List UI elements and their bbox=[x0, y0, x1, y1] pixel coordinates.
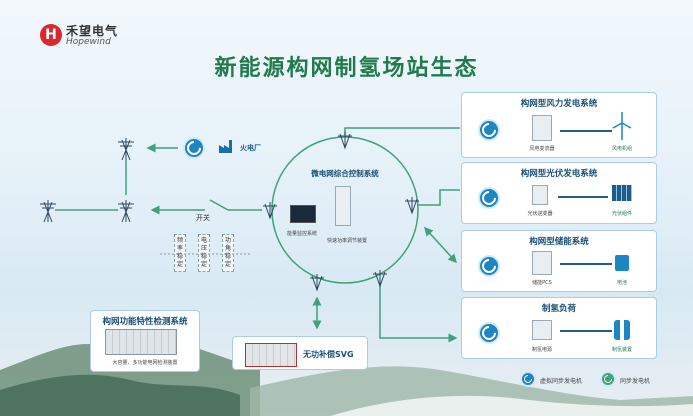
center-system-label: 微电网综合控制系统 bbox=[311, 169, 379, 178]
pv-panel: 构网型光伏发电系统 光伏逆变器 光伏组件 bbox=[461, 162, 657, 224]
storage-vsg-symbol bbox=[478, 255, 500, 277]
stability-frequency: 频率稳定 bbox=[174, 234, 186, 272]
legend-sync-symbol bbox=[600, 371, 616, 387]
svg-container bbox=[245, 343, 297, 367]
logo-name-en: Hopewind bbox=[66, 37, 111, 47]
storage-pcs-label: 储能PCS bbox=[532, 280, 552, 286]
hydrogen-vsg-symbol bbox=[478, 322, 500, 344]
wind-panel-title: 构网型风力发电系统 bbox=[520, 99, 598, 109]
pv-inverter-cabinet bbox=[532, 185, 548, 205]
storage-panel-title: 构网型储能系统 bbox=[529, 237, 589, 247]
switch-label: 开关 bbox=[196, 214, 210, 222]
hydrogen-power-label: 制氢电源 bbox=[531, 347, 552, 353]
stability-voltage: 电压稳定 bbox=[198, 234, 210, 272]
wind-converter-label: 风电变流器 bbox=[529, 146, 555, 152]
logo-name-cn: 禾望电气 bbox=[66, 24, 119, 38]
wind-converter-cabinet bbox=[532, 115, 552, 141]
pv-panel-title: 构网型光伏发电系统 bbox=[520, 169, 598, 179]
hydrogen-unit-label: 制氢装置 bbox=[611, 347, 632, 353]
testing-container bbox=[105, 329, 177, 355]
factory-icon bbox=[219, 140, 232, 153]
page-title: 新能源构网制氢场站生态 bbox=[214, 56, 479, 81]
power-regulator-cabinet bbox=[335, 186, 351, 226]
svg-label: 无功补偿SVG bbox=[303, 350, 354, 359]
battery-icon bbox=[615, 255, 629, 271]
pv-unit-label: 光伏组件 bbox=[611, 211, 632, 217]
testing-sub: 大容量、多功能电网检测装置 bbox=[112, 360, 178, 366]
legend-sync-label: 同步发电机 bbox=[620, 378, 651, 385]
center-sub-right: 快速功率调节装置 bbox=[326, 238, 367, 244]
thermal-generator-symbol bbox=[183, 137, 205, 159]
wind-vsg-symbol bbox=[478, 119, 500, 141]
stability-angle: 功角稳定 bbox=[222, 234, 234, 272]
wind-panel: 构网型风力发电系统 风电变流器 风电机组 bbox=[461, 92, 657, 158]
monitor-icon bbox=[290, 205, 316, 223]
tower-icons bbox=[40, 132, 419, 292]
pv-vsg-symbol bbox=[478, 187, 500, 209]
hopewind-logo: H bbox=[40, 24, 62, 46]
electrolyzer-icon bbox=[614, 320, 630, 340]
center-sub-left: 能量监控系统 bbox=[286, 231, 317, 237]
hydrogen-panel: 制氢负荷 制氢电源 制氢装置 bbox=[461, 297, 657, 359]
stability-connectors bbox=[160, 253, 250, 255]
storage-panel: 构网型储能系统 储能PCS 电池 bbox=[461, 230, 657, 292]
legend-virtual-symbol bbox=[520, 371, 536, 387]
svg-panel: 无功补偿SVG bbox=[232, 336, 368, 370]
testing-panel: 构网功能特性检测系统 大容量、多功能电网检测装置 bbox=[90, 310, 200, 372]
storage-pcs-cabinet bbox=[532, 251, 552, 275]
pv-module-icon bbox=[612, 185, 632, 201]
thermal-plant-label: 火电厂 bbox=[240, 144, 261, 152]
wind-turbine-icon bbox=[612, 112, 632, 140]
hydrogen-panel-title: 制氢负荷 bbox=[541, 304, 576, 314]
hydrogen-power-cabinet bbox=[532, 320, 552, 340]
wind-unit-label: 风电机组 bbox=[611, 146, 632, 152]
legend-virtual-label: 虚拟同步发电机 bbox=[540, 378, 583, 385]
testing-panel-title: 构网功能特性检测系统 bbox=[102, 317, 188, 327]
pv-inverter-label: 光伏逆变器 bbox=[527, 211, 553, 217]
storage-unit-label: 电池 bbox=[616, 280, 627, 286]
